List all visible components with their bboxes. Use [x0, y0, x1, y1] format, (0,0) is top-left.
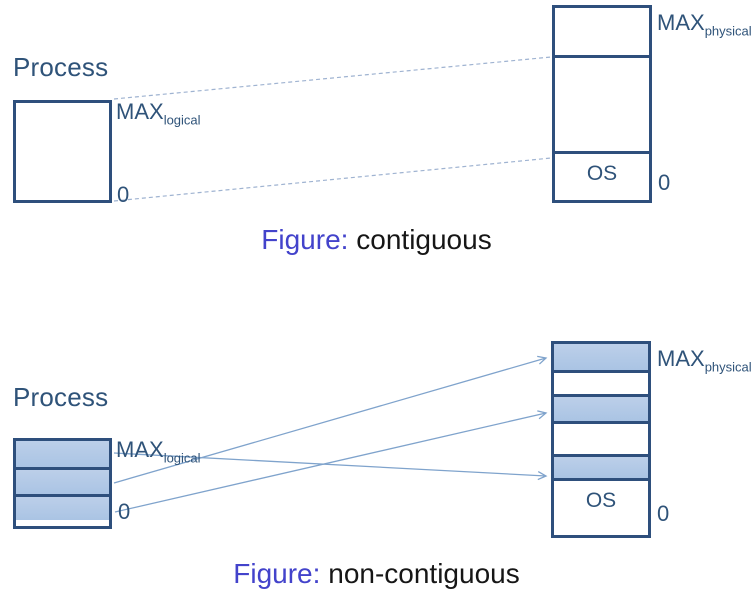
logical-memory-box-segmented [13, 438, 112, 529]
figure-caption: Figure:non-contiguous [0, 558, 753, 590]
logical-segment-2 [16, 467, 109, 494]
physical-frame-allocated-1 [554, 344, 648, 370]
physical-memory-box-segmented: OS [551, 341, 651, 538]
max-physical-label: MAXphysical [657, 346, 752, 375]
os-label: OS [585, 488, 617, 512]
max-logical-label: MAXlogical [116, 437, 201, 466]
process-label: Process [13, 52, 109, 82]
physical-frame-allocated-3 [554, 454, 648, 478]
physical-section-middle [555, 55, 649, 151]
dashed-map-line-max [113, 56, 552, 100]
os-section: OS [554, 478, 648, 520]
caption-text: non-contiguous [328, 558, 520, 589]
os-section: OS [555, 151, 649, 194]
zero-logical-label: 0 [117, 182, 130, 207]
figure-caption: Figure:contiguous [0, 224, 753, 256]
caption-prefix: Figure: [261, 224, 349, 255]
physical-frame-allocated-2 [554, 394, 648, 421]
process-label: Process [13, 382, 109, 412]
max-logical-label: MAXlogical [116, 99, 201, 128]
caption-text: contiguous [356, 224, 492, 255]
logical-memory-box [13, 100, 112, 203]
zero-logical-label: 0 [118, 499, 131, 524]
max-physical-label: MAXphysical [657, 10, 752, 39]
zero-physical-label: 0 [658, 170, 671, 195]
dashed-map-line-zero [113, 157, 552, 202]
logical-segment-3 [16, 494, 109, 520]
logical-segment-1 [16, 441, 109, 467]
zero-physical-label: 0 [657, 501, 670, 526]
physical-frame-free-2 [554, 421, 648, 454]
physical-section-top [555, 8, 649, 55]
os-label: OS [586, 162, 618, 185]
caption-prefix: Figure: [233, 558, 321, 589]
physical-memory-box: OS [552, 5, 652, 203]
physical-frame-free-1 [554, 370, 648, 394]
